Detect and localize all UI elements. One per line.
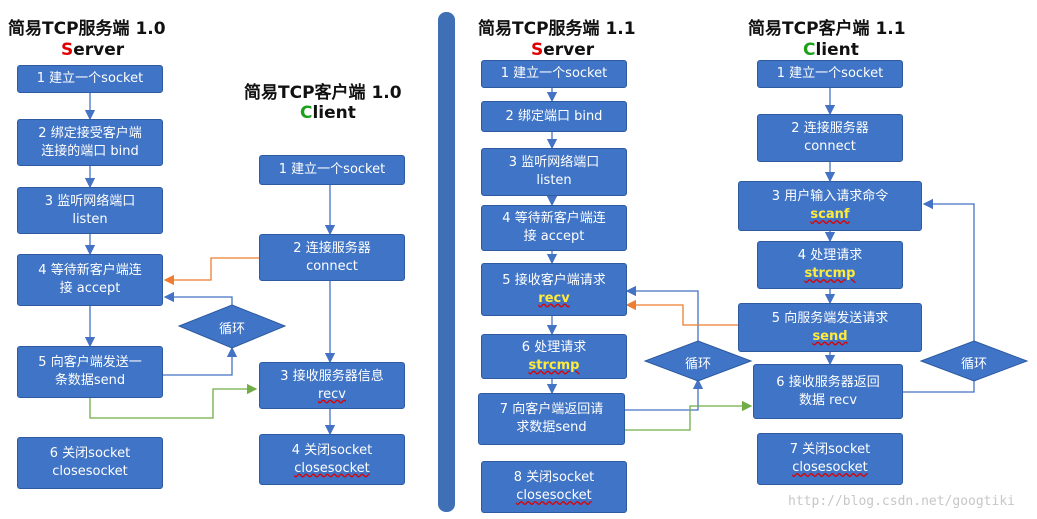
client-11-title: 简易TCP客户端 1.1 <box>748 19 906 39</box>
loop-diamond-11-client <box>919 340 1029 382</box>
server-11-step-1: 1 建立一个socket <box>481 60 627 88</box>
loop-label-11-client: 循环 <box>960 357 987 372</box>
client-11-step-6: 6 接收服务器返回数据 recv <box>753 364 903 419</box>
server-10-role: Server <box>61 40 125 60</box>
server-11-title: 简易TCP服务端 1.1 <box>478 19 636 39</box>
server-10-step-2: 2 绑定接受客户端连接的端口 bind <box>17 119 163 166</box>
server-10-step-4: 4 等待新客户端连接 accept <box>17 254 163 306</box>
version-divider <box>438 12 455 512</box>
client-10-step-1: 1 建立一个socket <box>259 155 405 185</box>
loop-label-11-server: 循环 <box>684 357 711 372</box>
server-11-role: Server <box>531 40 595 60</box>
loop-diamond-10 <box>177 304 287 349</box>
client-10-role: Client <box>300 103 356 123</box>
server-10-title: 简易TCP服务端 1.0 <box>8 19 166 39</box>
server-11-step-4: 4 等待新客户端连接 accept <box>481 205 627 251</box>
loop-diamond-11-server <box>643 340 753 382</box>
client-11-step-1: 1 建立一个socket <box>757 60 903 88</box>
server-10-step-5: 5 向客户端发送一条数据send <box>17 346 163 398</box>
client-11-role: Client <box>803 40 859 60</box>
server-11-step-7: 7 向客户端返回请求数据send <box>478 393 625 445</box>
server-11-step-2: 2 绑定端口 bind <box>481 101 627 132</box>
client-10-title: 简易TCP客户端 1.0 <box>244 83 402 103</box>
server-10-step-1: 1 建立一个socket <box>17 65 163 93</box>
watermark: http://blog.csdn.net/googtiki <box>788 494 1015 509</box>
loop-label-10: 循环 <box>218 322 245 337</box>
